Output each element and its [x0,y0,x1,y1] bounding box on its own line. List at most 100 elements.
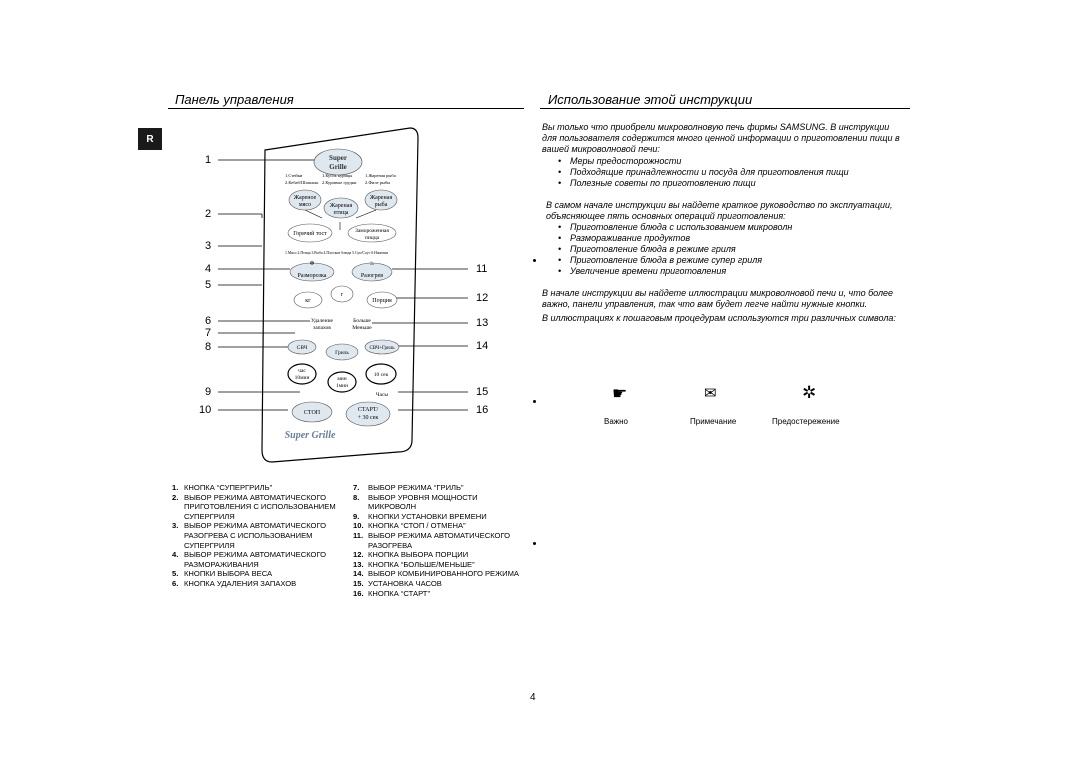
svg-text:2.Куриные грудки: 2.Куриные грудки [322,180,357,185]
svg-text:1.Жареная рыба: 1.Жареная рыба [365,173,396,178]
list-item: Подходящие принадлежности и посуда для п… [542,167,904,178]
svg-text:птица: птица [334,210,349,216]
portion-button [366,291,398,309]
legend-item: 14.ВЫБОР КОМБИНИРОВАННОГО РЕЖИМА [353,569,519,579]
kg-button [293,291,323,309]
svg-text:Разморозка: Разморозка [298,273,327,279]
svg-text:Больше: Больше [353,318,371,324]
legend-item: 5.КНОПКИ ВЫБОРА ВЕСА [172,569,273,579]
callout-11: 11 [476,263,488,275]
symbol-label-important: Важно [604,417,629,426]
microwave-button [287,339,317,355]
callout-13: 13 [476,317,489,329]
svg-text:СТАРТ/: СТАРТ/ [358,407,379,413]
callout-14: 14 [476,340,489,352]
svg-text:Super: Super [329,154,347,162]
legend-column-1: 1.КНОПКА “СУПЕРГРИЛЬ” 2.ВЫБОР РЕЖИМА АВТ… [172,483,350,589]
svg-text:Разогрев: Разогрев [361,273,383,279]
reheat-button [351,262,393,282]
legend-item: 11.ВЫБОР РЕЖИМА АВТОМАТИЧЕСКОГО РАЗОГРЕВ… [353,530,511,550]
svg-text:СВЧ+Гриль: СВЧ+Гриль [369,346,395,351]
combo-button [364,339,400,355]
legend-item: 12.КНОПКА ВЫБОРА ПОРЦИИ [353,550,469,560]
svg-text:1.Стейки: 1.Стейки [285,173,303,178]
defrost-button [289,262,335,282]
svg-text:❄: ❄ [309,260,314,267]
guide-bullet-list: Приготовление блюда с использованием мик… [542,222,904,277]
svg-text:1мин: 1мин [336,383,348,389]
svg-text:2.Кебаб/Шашлык: 2.Кебаб/Шашлык [285,180,319,185]
callout-8: 8 [205,341,212,353]
callout-4: 4 [205,263,212,275]
svg-text:Жареная: Жареная [330,203,352,209]
callout-10: 10 [199,404,212,416]
svg-text:Порция: Порция [372,298,392,304]
svg-text:Замороженная: Замороженная [355,228,389,234]
guide-paragraph: В самом начале инструкции вы найдете кра… [546,199,893,221]
control-panel-diagram: Super Grille 1.Стейки 2.Кебаб/Шашлык 1.К… [218,127,468,463]
legend-column-2: 7.ВЫБОР РЕЖИМА “ГРИЛЬ” 8.ВЫБОР УРОВНЯ МО… [353,483,525,598]
hot-toast-button [287,223,333,243]
callout-2: 2 [205,208,212,220]
instructions-body: Вы только что приобрели микроволновую пе… [542,122,904,325]
list-item: Увеличение времени приготовления [542,266,904,277]
binder-dot [533,400,536,403]
symbols-paragraph: В иллюстрациях к пошаговым процедурам ис… [542,313,896,324]
svg-text:г: г [341,292,344,298]
svg-text:Grille: Grille [329,163,347,171]
list-item: Полезные советы по приготовлению пищи [542,178,904,189]
list-item: Размораживание продуктов [542,233,904,244]
legend-item: 10.КНОПКА “СТОП / ОТМЕНА” [353,521,466,531]
control-panel-title: Панель управления [175,92,294,107]
svg-text:Часы: Часы [376,392,388,398]
callout-lines-left [218,159,318,411]
frozen-pizza-button [347,223,397,243]
legend-item: 13.КНОПКА “БОЛЬШЕ/МЕНЬШЕ” [353,559,475,569]
roast-bird-button [323,197,359,219]
callout-6: 6 [205,315,212,327]
list-item: Меры предосторожности [542,156,904,167]
svg-text:Жареная: Жареная [370,195,392,201]
roast-meat-button [288,189,322,211]
list-item: Приготовление блюда в режиме супер гриля [542,255,904,266]
start-button [345,401,391,427]
svg-text:Гриль: Гриль [335,350,349,356]
left-title-rule [168,108,524,109]
svg-text:час: час [298,368,306,374]
callout-lines-right [372,268,468,411]
legend-item: 3.ВЫБОР РЕЖИМА АВТОМАТИЧЕСКОГО РАЗОГРЕВА… [172,521,327,550]
legend-item: 15.УСТАНОВКА ЧАСОВ [353,578,442,588]
svg-text:мясо: мясо [299,202,311,208]
binder-dot [533,259,536,262]
legend-item: 2.ВЫБОР РЕЖИМА АВТОМАТИЧЕСКОГО ПРИГОТОВЛ… [172,492,336,521]
callout-9: 9 [205,386,212,398]
svg-text:+ 30 сек: + 30 сек [358,415,379,421]
caution-star-icon: ✲ [802,383,817,402]
svg-text:СТОП: СТОП [304,410,321,416]
svg-text:2.Филе рыбы: 2.Филе рыбы [365,180,390,185]
callout-15: 15 [476,386,489,398]
grill-button [325,343,359,361]
legend-item: 9.КНОПКИ УСТАНОВКИ ВРЕМЕНИ [353,511,487,521]
callout-5: 5 [205,279,212,291]
callout-16: 16 [476,404,489,416]
pointing-hand-icon: ☛ [612,384,628,403]
svg-text:Super Grille: Super Grille [285,430,336,441]
stop-button [291,401,333,423]
svg-text:пицца: пицца [365,235,380,241]
callout-7: 7 [205,327,212,339]
callout-1: 1 [205,154,212,166]
g-button [330,285,354,303]
legend-item: 7.ВЫБОР РЕЖИМА “ГРИЛЬ” [353,483,464,492]
svg-text:10 сек: 10 сек [374,372,389,378]
callout-3: 3 [205,240,212,252]
legend-item: 16.КНОПКА “СТАРТ” [353,588,430,598]
svg-text:рыба: рыба [375,201,388,208]
ten-sec-button [365,363,397,385]
svg-text:мин: мин [337,376,346,382]
binder-dot [533,542,536,545]
hour-button [287,363,317,385]
roast-fish-button [364,189,398,211]
super-grille-button [313,148,363,176]
svg-text:Удаление: Удаление [311,318,333,324]
